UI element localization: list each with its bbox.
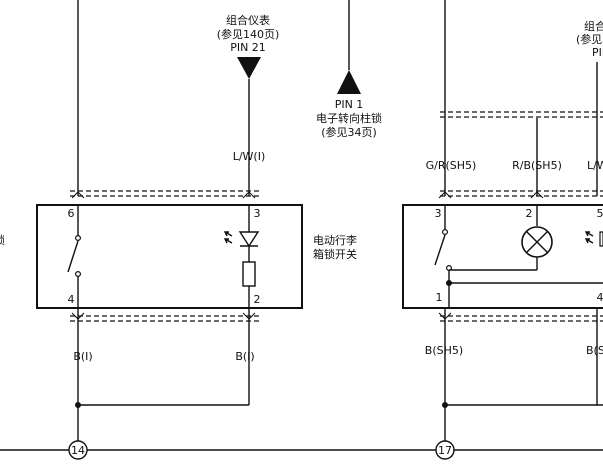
edge-fragment-text: 锁 (0, 233, 5, 247)
connector-top-caps (71, 191, 256, 199)
left-ref-line1: 组合仪表 (226, 13, 270, 27)
right-led-icon (584, 231, 603, 247)
right-pin-3: 3 (435, 207, 442, 220)
wire-label-gr: G/R(SH5) (426, 159, 477, 172)
pin-down-triangle (237, 57, 261, 79)
center-reference: PIN 1 电子转向柱锁 (参见34页) (316, 0, 382, 139)
switch-icon (67, 205, 81, 308)
wire-label-bs-right: B(S (586, 344, 603, 357)
ground-17-label: 17 (438, 444, 452, 457)
right-pin-4: 4 (597, 291, 603, 304)
junction-dot (75, 402, 81, 408)
right-connector-top-caps (438, 191, 544, 199)
right-ref-line1: 组合 (584, 19, 603, 33)
resistor-icon (242, 261, 256, 287)
pin-3: 3 (254, 207, 261, 220)
pin-2: 2 (254, 293, 261, 306)
connector-bottom-caps (71, 312, 256, 320)
left-module: 组合仪表 (参见140页) PIN 21 L/W(I) 6 4 3 2 (36, 0, 357, 460)
wire-label-bi-left: B(I) (73, 350, 92, 363)
wire-label-lw-right: L/W (587, 159, 603, 172)
right-pin-5: 5 (597, 207, 603, 220)
right-bottom-junction (442, 402, 448, 408)
pin-6: 6 (68, 207, 75, 220)
pin-4: 4 (68, 293, 75, 306)
left-ref-line2: (参见140页) (217, 27, 280, 41)
right-ref-line2: (参见 (576, 32, 602, 46)
switch-label-line1: 电动行李 (313, 233, 357, 247)
ground-14-label: 14 (71, 444, 85, 457)
lamp-icon (521, 226, 553, 258)
led-icon (223, 205, 260, 262)
switch-label-line2: 箱锁开关 (313, 247, 357, 261)
right-module-box (402, 204, 603, 309)
pin-up-triangle (337, 70, 361, 94)
left-ref-pin: PIN 21 (230, 41, 266, 54)
right-pin-1: 1 (436, 291, 443, 304)
switch-module-box (36, 204, 303, 309)
wire-label-lw: L/W(I) (233, 150, 266, 163)
right-module: 组合 (参见 PIN G/R(SH5) R/B(SH5) L/W 3 2 5 1… (402, 0, 603, 460)
wire-label-bsh5: B(SH5) (425, 344, 463, 357)
wire-label-rb: R/B(SH5) (512, 159, 562, 172)
center-ref-line2: (参见34页) (321, 125, 377, 139)
center-pin: PIN 1 (335, 98, 364, 111)
center-ref-line1: 电子转向柱锁 (316, 111, 382, 125)
right-pin-2: 2 (526, 207, 533, 220)
right-ref-pin: PIN (592, 46, 603, 59)
wire-label-bi-right: B(I) (235, 350, 254, 363)
